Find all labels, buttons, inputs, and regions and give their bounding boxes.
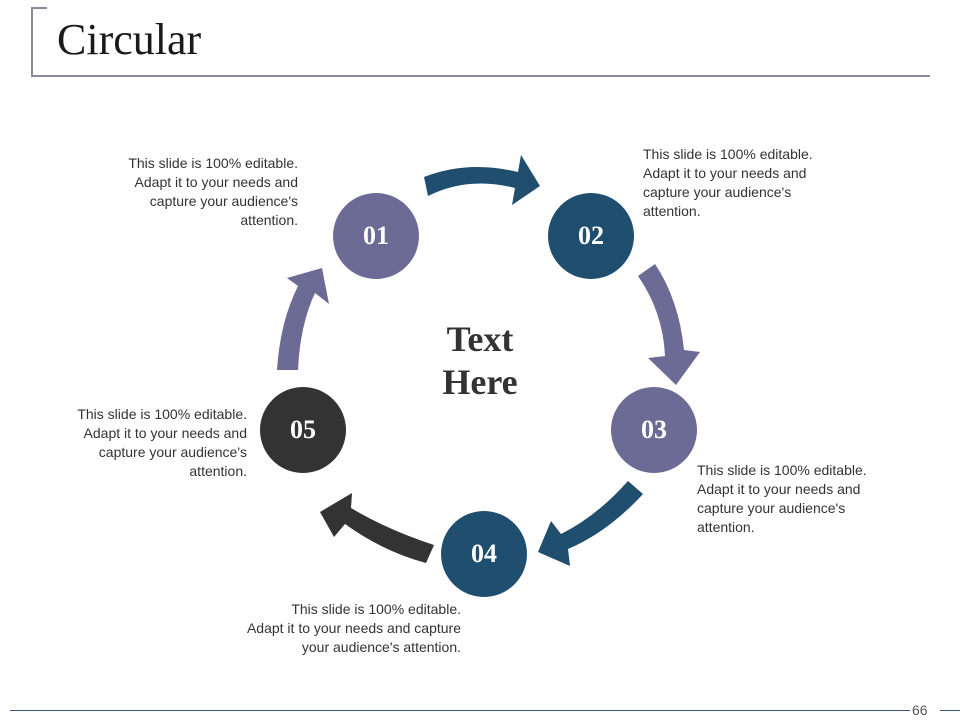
- arrow-04-to-05: [320, 493, 434, 563]
- arrow-02-03-body: [638, 264, 700, 385]
- step-04-number: 04: [471, 539, 497, 568]
- footer-line: [10, 710, 910, 711]
- step-05-description: This slide is 100% editable. Adapt it to…: [77, 406, 247, 479]
- arrow-03-to-04: [538, 481, 643, 566]
- title-frame-top: [31, 7, 47, 9]
- arrow-05-to-01: [277, 268, 329, 370]
- step-03-number: 03: [641, 415, 667, 444]
- step-05-circle: 05: [260, 387, 346, 473]
- step-04-circle: 04: [441, 511, 527, 597]
- step-01-circle: 01: [333, 193, 419, 279]
- step-02-description: This slide is 100% editable. Adapt it to…: [643, 146, 813, 219]
- step-02-number: 02: [578, 221, 604, 250]
- step-03-description: This slide is 100% editable. Adapt it to…: [697, 462, 867, 535]
- title-frame: [31, 7, 930, 77]
- arrow-01-02-body: [424, 155, 540, 205]
- center-text-line2: Here: [442, 362, 518, 402]
- step-05-number: 05: [290, 415, 316, 444]
- step-01-description: This slide is 100% editable. Adapt it to…: [128, 155, 298, 228]
- step-04-description: This slide is 100% editable. Adapt it to…: [246, 601, 461, 655]
- arrow-02-to-03: [638, 264, 700, 385]
- step-01-number: 01: [363, 221, 389, 250]
- arrow-05-01-body: [277, 268, 329, 370]
- step-03-circle: 03: [611, 387, 697, 473]
- arrow-04-05-body: [320, 493, 434, 563]
- slide-title: Circular: [57, 15, 202, 64]
- center-text-line1: Text: [446, 319, 514, 359]
- center-text: Text Here: [400, 318, 560, 404]
- page-number: 66: [912, 702, 928, 718]
- arrow-01-to-02: [424, 155, 540, 205]
- step-02-circle: 02: [548, 193, 634, 279]
- footer-line-right: [940, 710, 960, 711]
- arrow-03-04-body: [538, 481, 643, 566]
